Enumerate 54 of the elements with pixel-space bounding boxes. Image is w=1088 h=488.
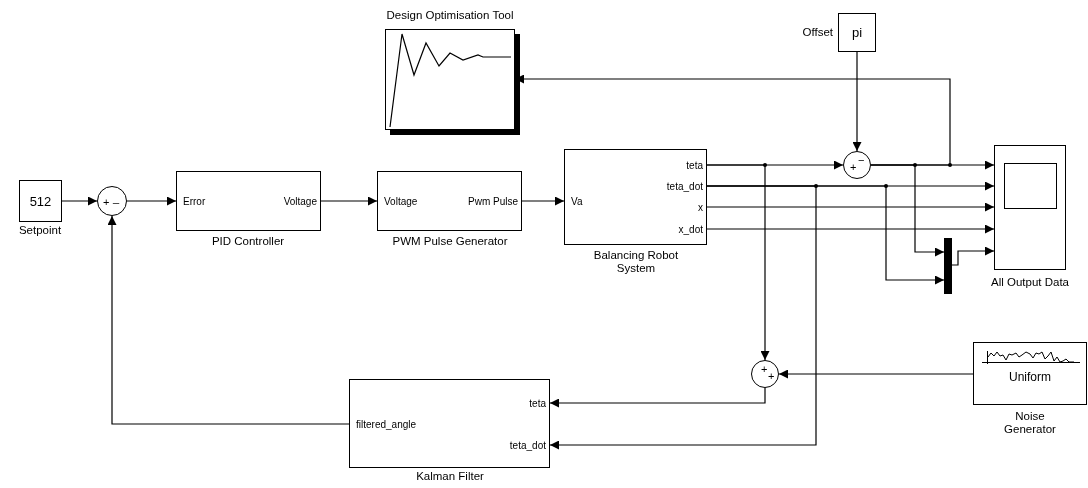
sign-label: + [103,196,110,208]
port-label: x_dot [678,224,703,236]
signal-arrow [870,164,945,257]
port-label: Pwm Pulse [468,196,518,208]
port-label: teta_dot [509,440,546,452]
sign-label: _ [113,192,120,204]
mux-bar [944,238,952,294]
signal-arrow [778,369,974,379]
block-caption: All Output Data [990,276,1070,289]
subsystem-block [564,149,707,245]
port-label: teta_dot [666,181,703,193]
signal-arrow [706,185,945,285]
subsystem-block [176,171,321,231]
port-label: teta [686,160,703,172]
block-caption: PWM Pulse Generator [391,235,509,248]
signal-arrow [320,196,378,206]
block-caption: Balancing Robot System [592,249,680,275]
signal-arrow [706,202,995,212]
block-caption: PID Controller [210,235,286,248]
block-caption: Noise Generator [1003,410,1057,436]
sign-label: + [768,370,775,382]
block-value: Uniform [1008,371,1052,383]
sign-label: + [850,161,857,173]
constant-block [838,13,876,52]
block-caption: Setpoint [17,224,63,237]
subsystem-block [377,171,522,231]
port-label: Error [183,196,206,208]
block-value: 512 [28,196,53,208]
noise-source-block [973,342,1087,405]
signal-arrow [549,387,766,408]
signal-arrow [951,246,995,266]
signal-arrow [549,185,817,450]
signal-arrow [706,224,995,234]
port-label: Voltage [283,196,317,208]
signal-arrow [61,196,98,206]
signal-arrow [521,196,565,206]
block-value: pi [850,27,864,39]
signal-arrow [126,196,177,206]
sign-label: − [858,154,865,166]
sign-label: + [761,363,768,375]
block-caption: Kalman Filter [415,470,485,483]
port-label: x [698,202,703,214]
port-label: Va [571,196,583,208]
signal-arrow [107,215,350,425]
port-label: teta [529,398,546,410]
signal-arrow [706,164,770,361]
subsystem-block [349,379,550,468]
port-label: Voltage [384,196,418,208]
scope-block [994,145,1066,270]
signal-arrow [852,51,862,152]
constant-block [19,180,62,222]
port-label: filtered_angle [356,419,417,431]
block-caption: Offset [801,26,833,39]
block-caption: Design Optimisation Tool [385,9,515,22]
